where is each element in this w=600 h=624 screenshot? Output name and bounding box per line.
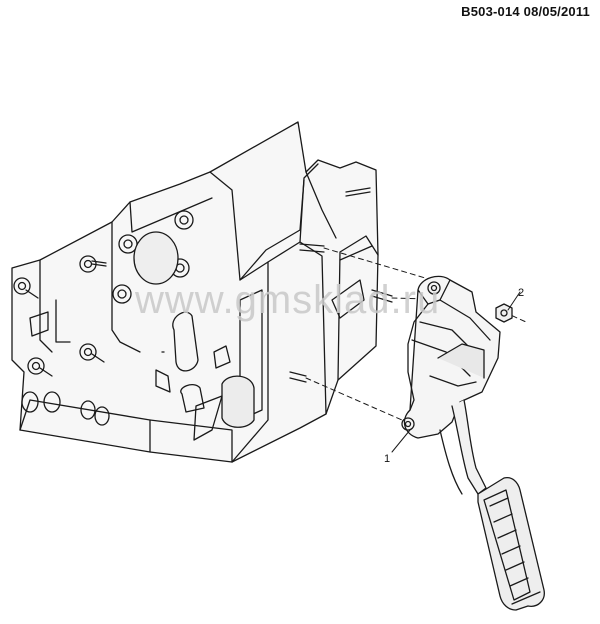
diagram-header: B503-014 08/05/2011 bbox=[461, 4, 590, 19]
mounting-studs bbox=[289, 243, 393, 383]
diagram-code: B503-014 bbox=[461, 4, 520, 19]
nut-item-2 bbox=[495, 303, 513, 323]
callout-2: 2 bbox=[518, 287, 524, 299]
diagram-date: 08/05/2011 bbox=[523, 4, 590, 19]
watermark: www.gmsklad.ru bbox=[135, 278, 441, 322]
accelerator-pedal bbox=[401, 275, 545, 611]
dash-panel-studs bbox=[13, 187, 371, 426]
dash-panel bbox=[11, 121, 379, 463]
callout-leaders bbox=[391, 291, 521, 453]
callout-1: 1 bbox=[384, 453, 390, 465]
